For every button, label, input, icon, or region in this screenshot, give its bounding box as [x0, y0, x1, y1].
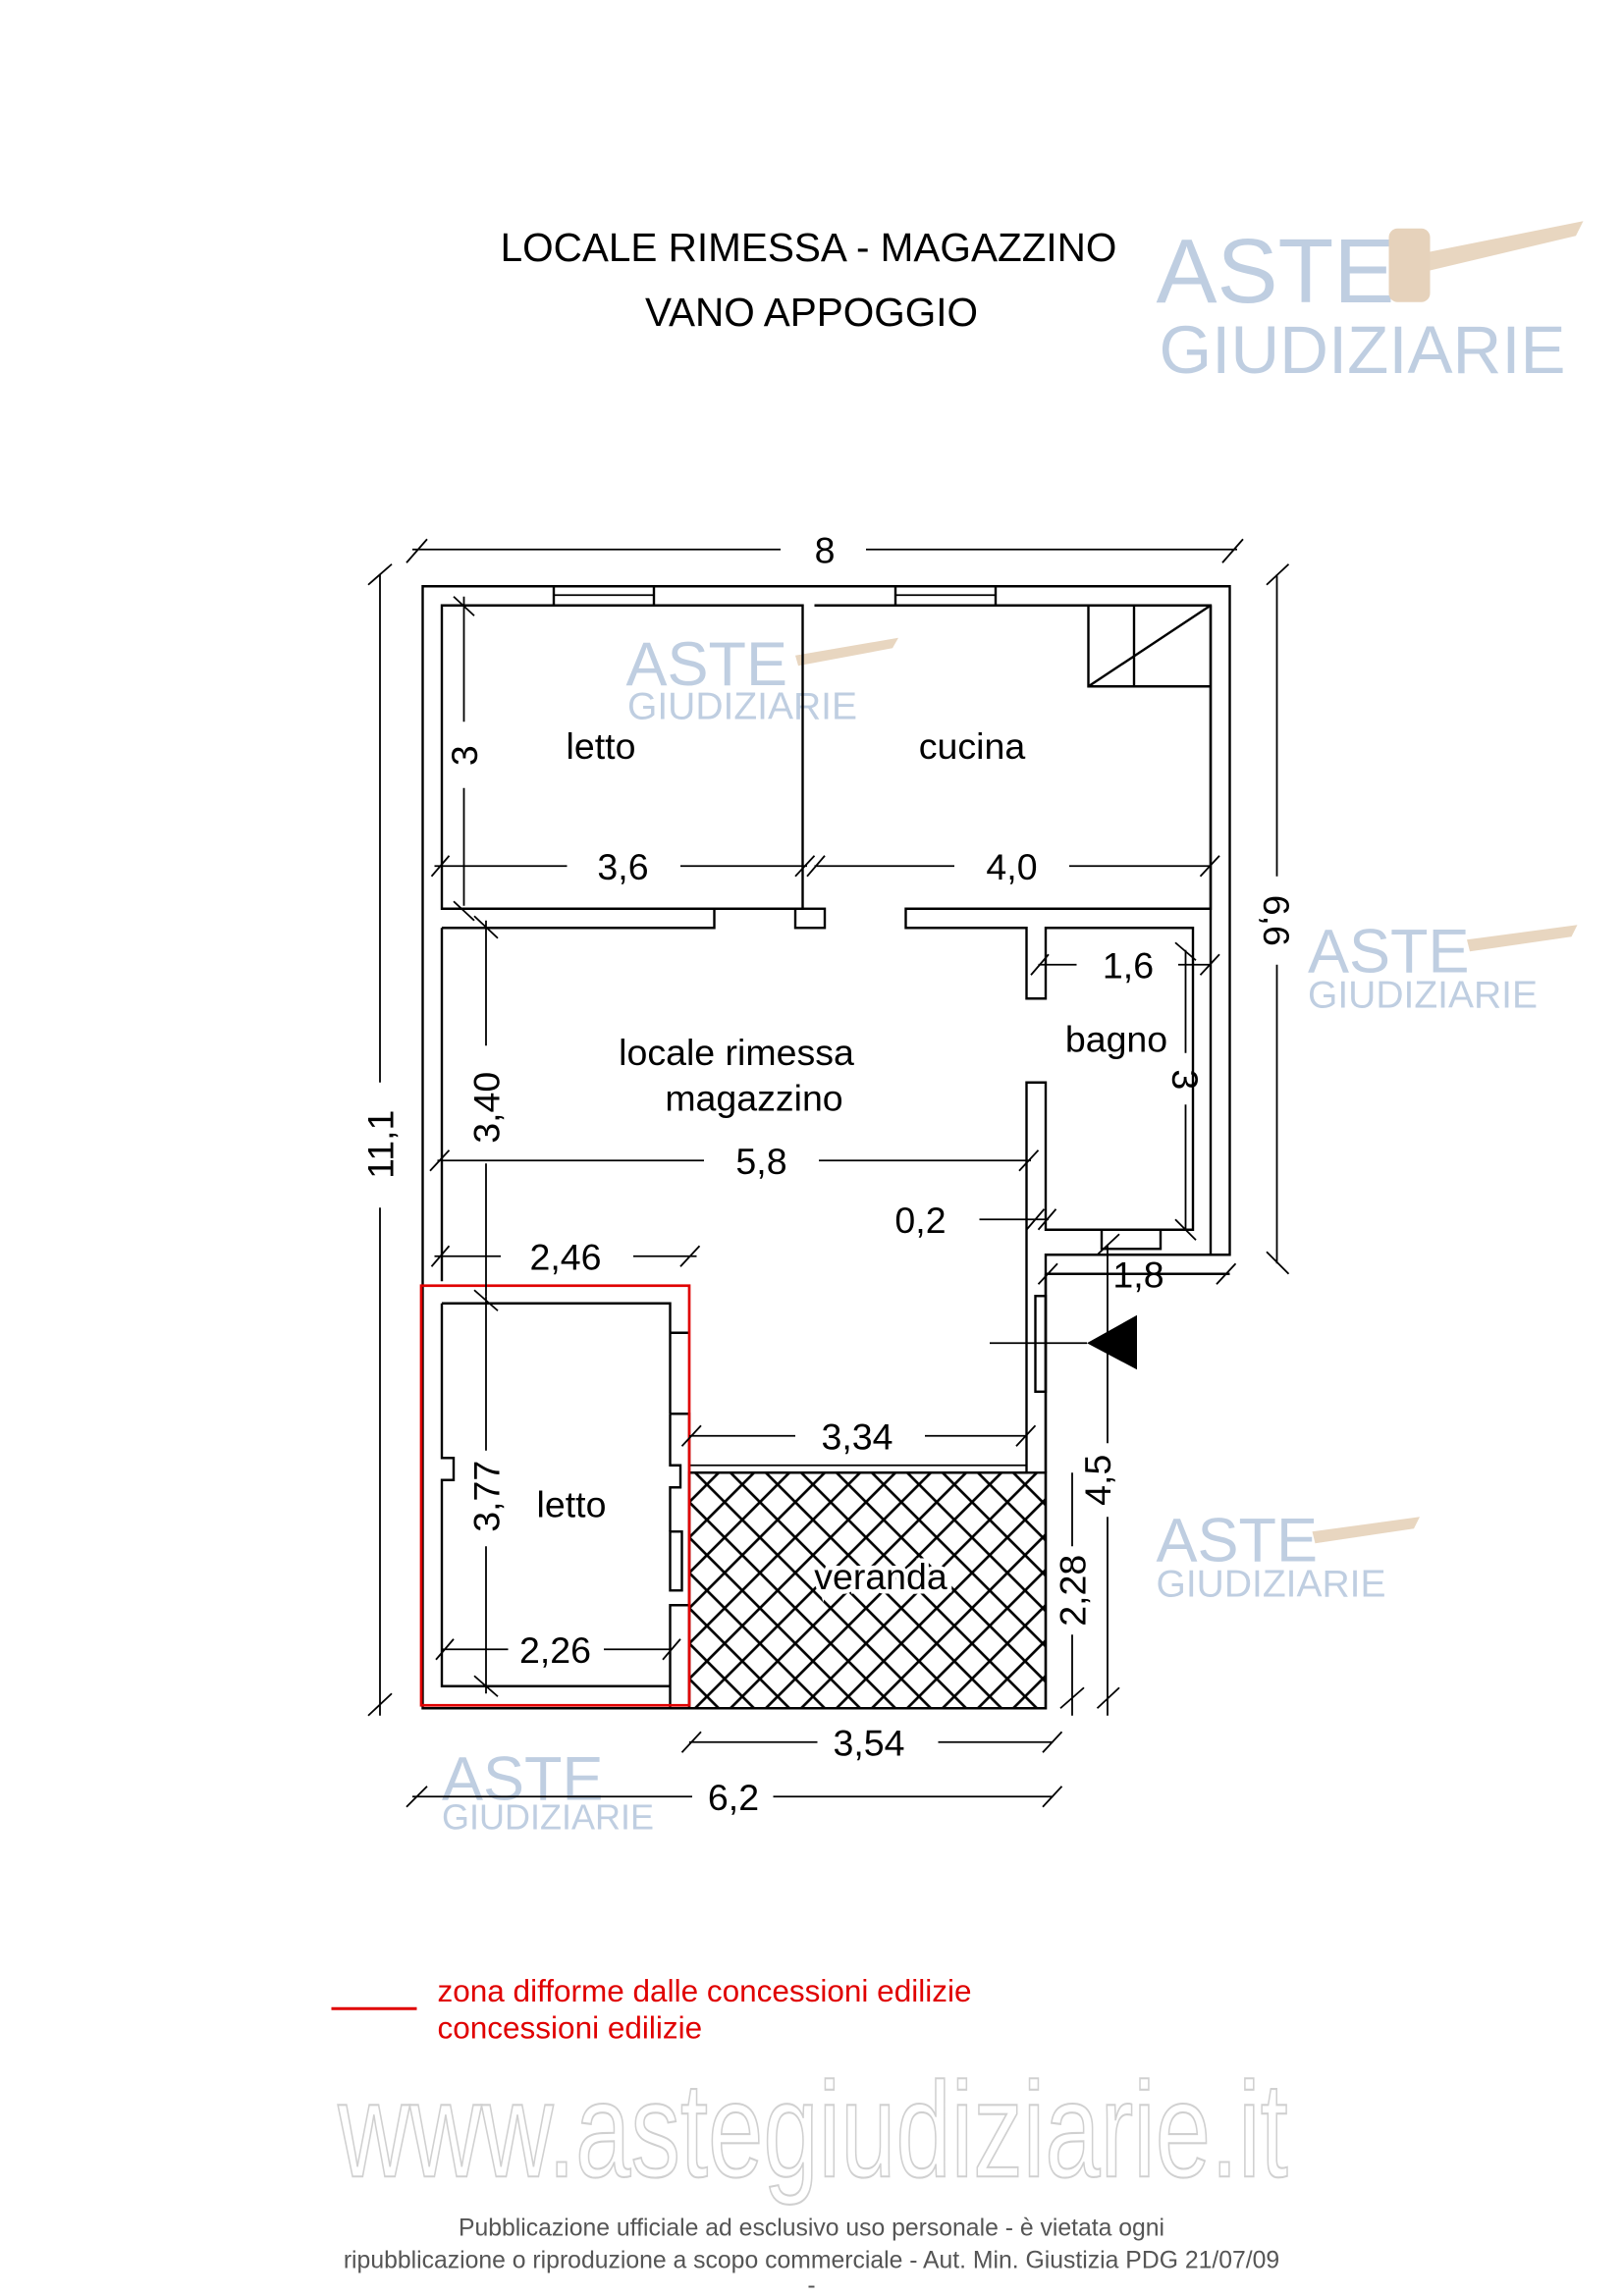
dim-letto2-height: 3,77 [466, 1461, 508, 1532]
dim-bagno-width: 1,6 [1103, 944, 1154, 986]
svg-text:ASTE: ASTE [1308, 917, 1470, 986]
room-label-rimessa: locale rimessa [619, 1032, 854, 1073]
footer-line-2: ripubblicazione o riproduzione a scopo c… [344, 2247, 1279, 2273]
legend-text-2: concessioni edilizie [438, 2009, 703, 2045]
dim-left-width: 2,46 [530, 1236, 602, 1277]
veranda-hatch [687, 1471, 1048, 1710]
svg-text:GIUDIZIARIE: GIUDIZIARIE [442, 1796, 654, 1837]
dim-letto2-width: 2,26 [519, 1629, 591, 1671]
dim-entry-width: 1,8 [1112, 1254, 1163, 1295]
svg-text:ASTE: ASTE [1157, 220, 1395, 322]
dimension-labels: 8 11,1 6,6 3 3,6 4,0 1,6 3 3,40 5,8 0,2 … [360, 529, 1298, 1818]
watermark-logo: ASTE GIUDIZIARIE [626, 630, 898, 727]
dim-bagno-height: 3 [1164, 1069, 1206, 1090]
watermark-logo: ASTE GIUDIZIARIE [1308, 917, 1578, 1016]
dim-veranda-height: 2,28 [1053, 1555, 1094, 1627]
watermark-logo: ASTE GIUDIZIARIE [442, 1744, 654, 1837]
svg-text:GIUDIZIARIE: GIUDIZIARIE [1160, 312, 1566, 388]
svg-text:ASTE: ASTE [442, 1744, 604, 1813]
dim-entry-height: 4,5 [1077, 1455, 1118, 1506]
svg-text:GIUDIZIARIE: GIUDIZIARIE [627, 685, 857, 727]
svg-text:GIUDIZIARIE: GIUDIZIARIE [1308, 974, 1538, 1016]
footer-line-1: Pubblicazione ufficiale ad esclusivo uso… [459, 2215, 1164, 2241]
room-label-veranda: veranda [814, 1556, 947, 1597]
dim-right-height: 6,6 [1256, 895, 1297, 946]
plan-title: LOCALE RIMESSA - MAGAZZINO [501, 225, 1117, 270]
dim-veranda-width: 3,54 [834, 1722, 905, 1763]
dim-letto-width: 3,6 [597, 846, 648, 887]
dim-veranda-top-width: 3,34 [822, 1415, 893, 1457]
watermark-site: www.astegiudiziarie.it [338, 2055, 1288, 2206]
room-label-letto: letto [567, 725, 636, 767]
legend: zona difforme dalle concessioni edilizie… [331, 1973, 972, 2045]
footer-line-3: - [807, 2272, 815, 2296]
entrance-arrow-icon [1087, 1314, 1137, 1370]
legend-text: zona difforme dalle concessioni edilizie [438, 1973, 972, 2008]
room-label-magazzino: magazzino [665, 1077, 842, 1118]
dim-rimessa-height: 3,40 [466, 1072, 508, 1144]
gavel-icon [1399, 221, 1584, 278]
dim-overall-width: 8 [815, 529, 836, 570]
dim-letto-height: 3 [444, 745, 485, 766]
watermark-logo: ASTE GIUDIZIARIE [1157, 1506, 1420, 1605]
walls [421, 585, 1231, 1710]
nonconforming-zone-outline [419, 1284, 691, 1707]
dim-cucina-width: 4,0 [986, 846, 1037, 887]
dim-bottom-width: 6,2 [708, 1777, 759, 1818]
svg-text:GIUDIZIARIE: GIUDIZIARIE [1157, 1563, 1386, 1605]
room-label-letto-2: letto [537, 1483, 607, 1524]
dim-wall-thickness: 0,2 [894, 1200, 946, 1241]
room-label-cucina: cucina [919, 725, 1026, 767]
room-labels: letto cucina locale rimessa magazzino ba… [537, 725, 1168, 1602]
room-label-bagno: bagno [1065, 1018, 1167, 1059]
dim-overall-height: 11,1 [360, 1110, 402, 1179]
plan-subtitle: VANO APPOGGIO [645, 290, 978, 335]
svg-text:ASTE: ASTE [626, 630, 788, 699]
svg-text:ASTE: ASTE [1157, 1506, 1319, 1575]
watermark-logo-large: ASTE GIUDIZIARIE [1157, 220, 1584, 388]
dim-rimessa-width: 5,8 [735, 1141, 786, 1182]
